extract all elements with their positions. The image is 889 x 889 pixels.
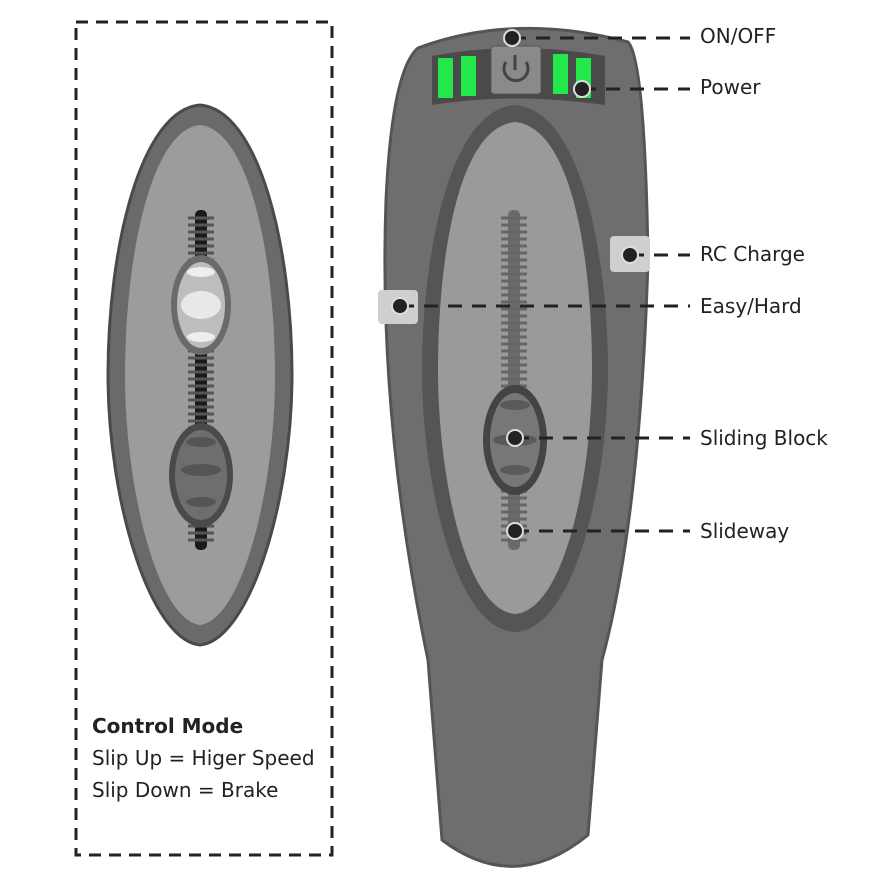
- control-mode-line-1: Slip Up = Higer Speed: [92, 746, 315, 770]
- callout-marker: [503, 29, 521, 47]
- callout-marker: [506, 522, 524, 540]
- label-on-off: ON/OFF: [700, 24, 777, 48]
- control-mode-line-2: Slip Down = Brake: [92, 778, 279, 802]
- power-icon: [502, 61, 530, 83]
- left-sliding-block-top: [171, 255, 231, 355]
- callout-marker: [573, 80, 591, 98]
- control-mode-title: Control Mode: [92, 714, 244, 738]
- label-rc-charge: RC Charge: [700, 242, 805, 266]
- left-sliding-block-bottom: [169, 423, 233, 527]
- label-easy-hard: Easy/Hard: [700, 294, 802, 318]
- control-mode-text: Control Mode Slip Up = Higer Speed Slip …: [92, 710, 315, 806]
- label-slideway: Slideway: [700, 519, 790, 543]
- control-mode-box: [74, 20, 334, 857]
- callout-marker: [506, 429, 524, 447]
- label-power: Power: [700, 75, 761, 99]
- label-sliding-block: Sliding Block: [700, 426, 828, 450]
- callout-marker: [391, 297, 409, 315]
- callout-marker: [621, 246, 639, 264]
